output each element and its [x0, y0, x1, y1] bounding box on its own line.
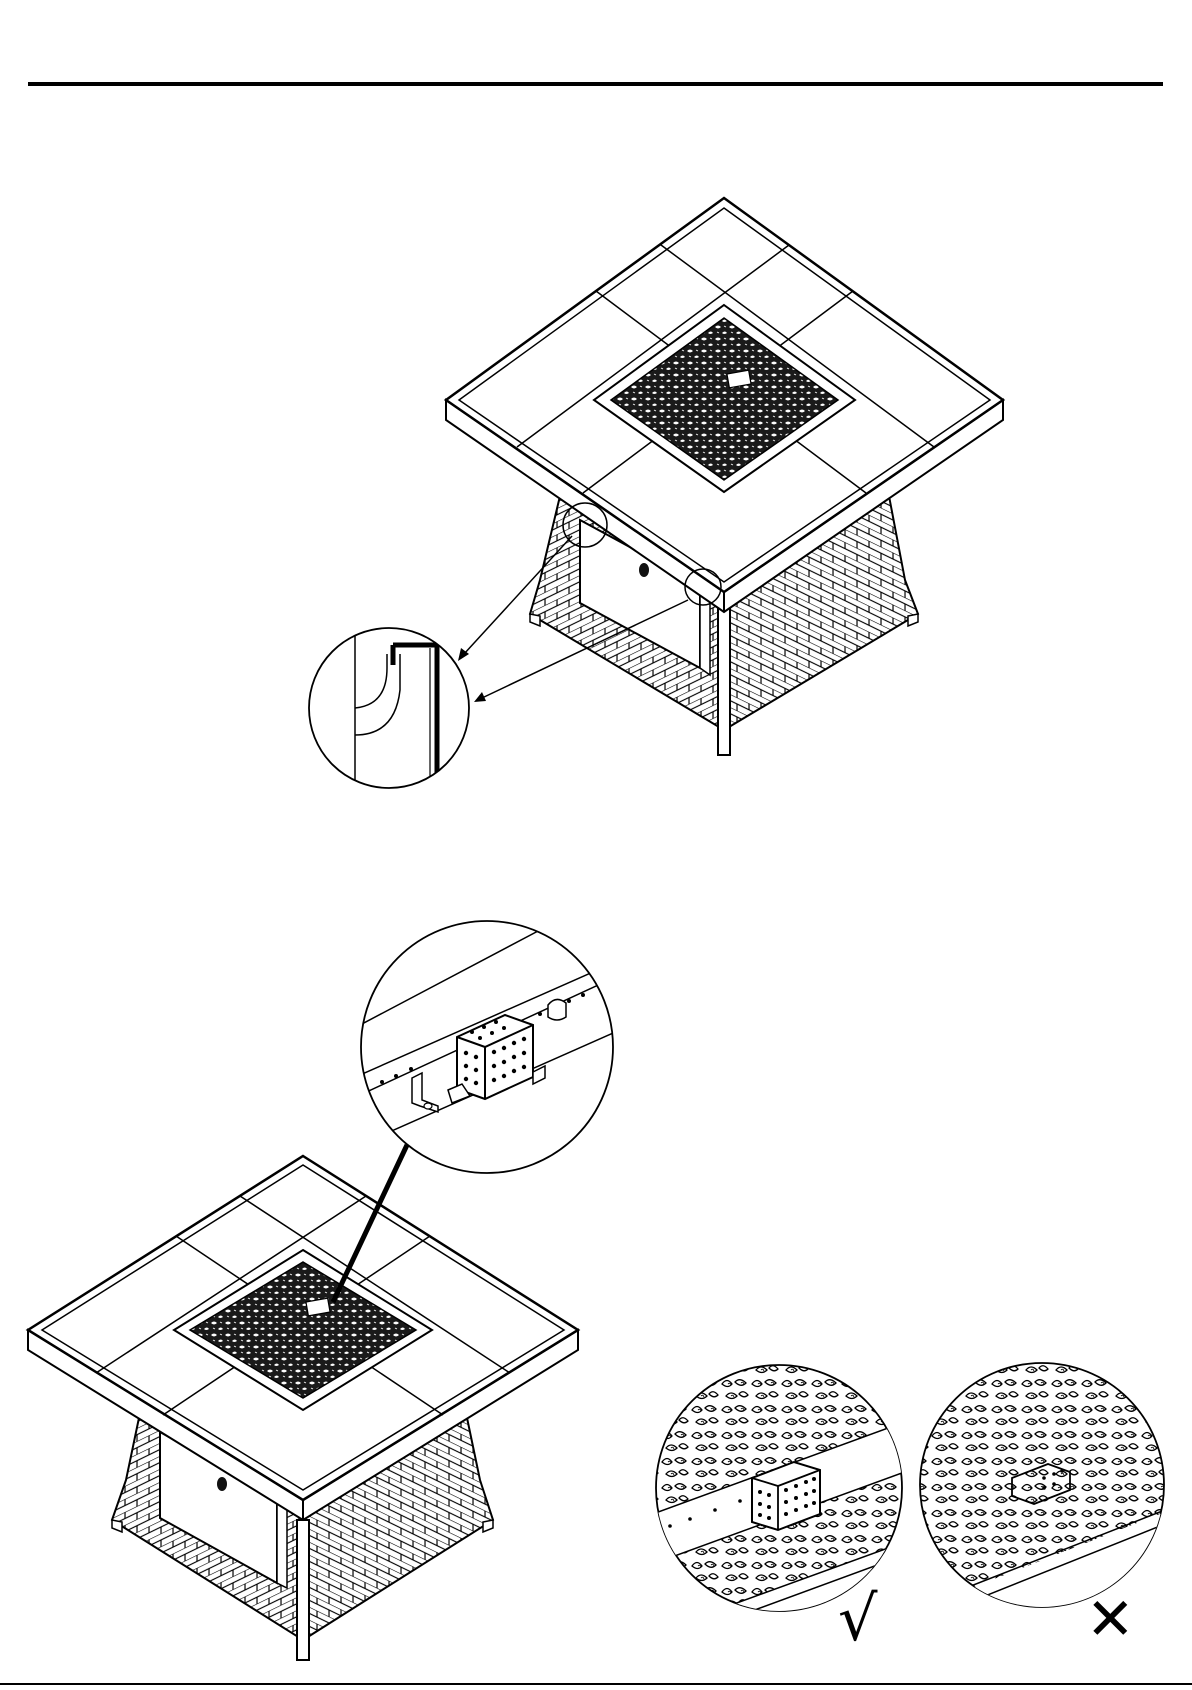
fire-pit-top-figure: [309, 198, 1003, 800]
door-handle-2: [217, 1477, 227, 1491]
cross-icon: ✕: [1086, 1590, 1135, 1648]
door-handle: [639, 563, 649, 577]
incorrect-placement-detail: [920, 1363, 1170, 1620]
pilot-box-2: [306, 1298, 330, 1316]
pilot-box: [727, 370, 751, 388]
corner-post: [718, 606, 730, 755]
rim-profile-detail: [309, 620, 469, 800]
check-icon: √: [838, 1588, 878, 1650]
fire-pit-bottom-figure: [28, 921, 620, 1660]
pilot-shield-detail: [360, 921, 620, 1173]
